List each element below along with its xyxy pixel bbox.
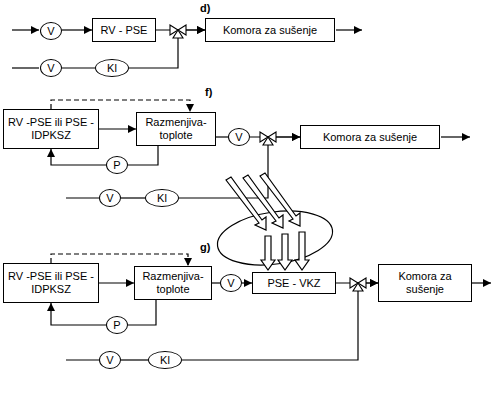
flow-symbol: Kl xyxy=(145,189,179,207)
connector xyxy=(216,136,228,137)
node-text: V xyxy=(45,62,56,75)
flow-symbol: Kl xyxy=(148,351,182,369)
flow-symbol: P xyxy=(106,156,128,174)
connector xyxy=(121,359,148,360)
inlet-line xyxy=(66,359,99,360)
connector xyxy=(62,29,92,30)
flow-symbol: Kl xyxy=(95,59,129,77)
sun-rays xyxy=(226,173,309,270)
node-text: P xyxy=(111,319,122,332)
valve-symbol xyxy=(170,25,186,38)
connector xyxy=(212,282,220,283)
node-text: V xyxy=(225,277,236,290)
panel-label: d) xyxy=(200,2,210,14)
panel-label: g) xyxy=(200,241,210,253)
flow-symbol: V xyxy=(220,274,242,292)
solar-collector xyxy=(214,173,336,272)
node-text: RV - PSE xyxy=(99,24,150,37)
node-text: Kl xyxy=(105,62,119,75)
node-text: V xyxy=(233,131,244,144)
connector xyxy=(51,149,106,165)
connector xyxy=(99,128,136,129)
node-text: Komora za sušenje xyxy=(321,131,419,144)
valve-symbol xyxy=(350,278,366,291)
connector xyxy=(121,197,145,198)
flow-symbol: V xyxy=(228,128,250,146)
process-box: RV -PSE ili PSE - IDPKSZ xyxy=(3,263,99,303)
node-text: Razmenjiva- toplote xyxy=(135,270,211,295)
node-text: P xyxy=(111,159,122,172)
node-text: Kl xyxy=(158,354,172,367)
inlet-arrow xyxy=(12,29,39,30)
outlet-arrow xyxy=(336,29,362,30)
node-text: Komora za sušenje xyxy=(221,24,319,37)
node-text: Razmenjiva- toplote xyxy=(137,116,215,141)
inlet-line xyxy=(12,67,39,68)
process-box: Komora za sušenje xyxy=(205,18,335,42)
connector xyxy=(128,300,156,325)
flow-symbol: V xyxy=(40,22,62,40)
valve-symbol xyxy=(260,132,276,145)
node-text: V xyxy=(104,192,115,205)
panel-label: f) xyxy=(205,86,212,98)
node-text: V xyxy=(45,25,56,38)
connector xyxy=(242,282,252,283)
process-box: Komora za sušenje xyxy=(378,264,472,302)
process-box: Komora za sušenje xyxy=(300,125,440,149)
connector xyxy=(128,146,158,165)
outlet-arrow xyxy=(441,136,470,137)
process-box: RV -PSE ili PSE - IDPKSZ xyxy=(3,109,99,149)
node-text: Kl xyxy=(155,192,169,205)
node-text: RV -PSE ili PSE - IDPKSZ xyxy=(4,116,98,141)
flow-symbol: V xyxy=(99,351,121,369)
connector xyxy=(51,303,106,325)
node-text: RV -PSE ili PSE - IDPKSZ xyxy=(4,270,98,295)
flow-symbol: P xyxy=(106,316,128,334)
flow-symbol: V xyxy=(99,189,121,207)
process-box: Razmenjiva- toplote xyxy=(136,112,216,146)
process-box: Razmenjiva- toplote xyxy=(134,266,212,300)
node-text: Komora za sušenje xyxy=(379,270,471,295)
process-box: RV - PSE xyxy=(92,18,156,42)
node-text: V xyxy=(104,354,115,367)
process-box: PSE - VKZ xyxy=(252,272,336,294)
inlet-line xyxy=(66,197,99,198)
three-way-valves xyxy=(170,25,366,291)
flow-symbol: V xyxy=(40,59,62,77)
connector xyxy=(62,67,95,68)
feed-lines xyxy=(12,30,491,360)
node-text: PSE - VKZ xyxy=(265,277,322,290)
outlet-arrow xyxy=(471,282,491,283)
connector xyxy=(99,282,134,283)
